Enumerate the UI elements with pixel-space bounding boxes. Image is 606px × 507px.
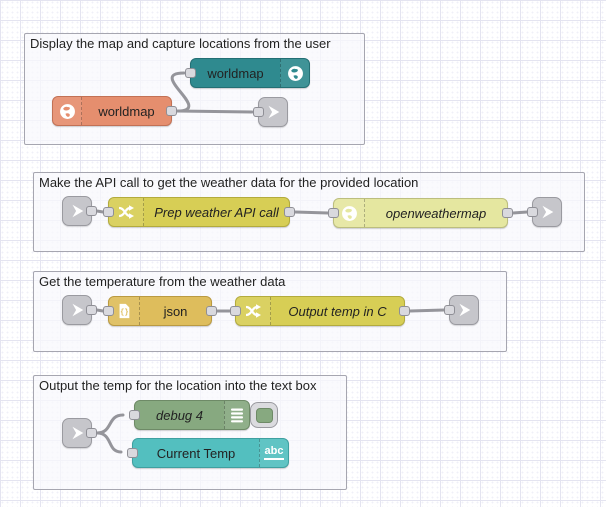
node-label: worldmap xyxy=(98,103,155,119)
wire[interactable] xyxy=(175,109,254,114)
port-out[interactable] xyxy=(399,306,410,316)
globe-icon xyxy=(334,199,365,227)
port-in[interactable] xyxy=(444,305,455,315)
group-title: Display the map and capture locations fr… xyxy=(30,36,331,51)
node-link-out[interactable] xyxy=(527,197,562,227)
function-icon xyxy=(109,198,144,226)
port-in[interactable] xyxy=(230,306,241,316)
debug-toggle-state xyxy=(255,407,273,423)
group-title: Output the temp for the location into th… xyxy=(39,378,317,393)
json-file-icon: {} xyxy=(109,297,140,325)
group-display-map[interactable]: Display the map and capture locations fr… xyxy=(24,33,365,145)
globe-icon xyxy=(53,97,82,125)
port-in[interactable] xyxy=(253,107,264,117)
link-in-icon xyxy=(72,426,84,440)
port-in[interactable] xyxy=(103,207,114,217)
group-title: Get the temperature from the weather dat… xyxy=(39,274,286,289)
port-out[interactable] xyxy=(502,208,513,218)
node-label: worldmap xyxy=(207,65,264,81)
globe-icon xyxy=(280,59,309,87)
port-in[interactable] xyxy=(127,448,138,458)
node-function-output-temp[interactable]: Output temp in C xyxy=(230,296,410,326)
node-link-out[interactable] xyxy=(253,97,288,127)
link-in-icon xyxy=(72,204,84,218)
link-out-icon xyxy=(459,303,471,317)
port-out[interactable] xyxy=(86,305,97,315)
link-out-icon xyxy=(268,105,280,119)
node-label: debug 4 xyxy=(156,407,203,423)
port-out[interactable] xyxy=(86,428,97,438)
node-link-in[interactable] xyxy=(62,418,97,448)
wire[interactable] xyxy=(293,210,330,215)
node-debug[interactable]: debug 4 xyxy=(129,400,250,430)
node-label: openweathermap xyxy=(385,205,487,221)
port-in[interactable] xyxy=(527,207,538,217)
node-worldmap-web[interactable]: worldmap xyxy=(185,58,310,88)
port-in[interactable] xyxy=(129,410,140,420)
port-out[interactable] xyxy=(206,306,217,316)
wire[interactable] xyxy=(511,210,529,215)
link-in-icon xyxy=(72,303,84,317)
port-in[interactable] xyxy=(185,68,196,78)
wire[interactable] xyxy=(95,308,105,313)
wire[interactable] xyxy=(408,308,446,313)
node-label: json xyxy=(163,303,188,319)
node-link-in[interactable] xyxy=(62,295,97,325)
wire[interactable] xyxy=(95,431,123,454)
wire[interactable] xyxy=(170,71,191,113)
node-label: Prep weather API call xyxy=(154,204,279,220)
port-out[interactable] xyxy=(86,206,97,216)
port-out[interactable] xyxy=(166,106,177,116)
group-title: Make the API call to get the weather dat… xyxy=(39,175,419,190)
link-out-icon xyxy=(542,205,554,219)
port-in[interactable] xyxy=(103,306,114,316)
port-out[interactable] xyxy=(284,207,295,217)
node-worldmap-in[interactable]: worldmap xyxy=(52,96,177,126)
function-icon xyxy=(236,297,271,325)
node-openweathermap[interactable]: openweathermap xyxy=(328,198,513,228)
node-label: Output temp in C xyxy=(288,303,387,319)
node-link-in[interactable] xyxy=(62,196,97,226)
node-link-out[interactable] xyxy=(444,295,479,325)
debug-toggle-button[interactable] xyxy=(250,402,278,428)
port-in[interactable] xyxy=(328,208,339,218)
wire[interactable] xyxy=(95,209,105,214)
node-ui-text-current-temp[interactable]: Current Temp abc xyxy=(127,438,289,468)
svg-text:{}: {} xyxy=(120,309,129,317)
node-function-prep-weather[interactable]: Prep weather API call xyxy=(103,197,295,227)
node-json[interactable]: {} json xyxy=(103,296,217,326)
node-label: Current Temp xyxy=(156,445,236,461)
abc-icon: abc xyxy=(259,439,288,467)
debug-list-icon xyxy=(224,401,249,429)
